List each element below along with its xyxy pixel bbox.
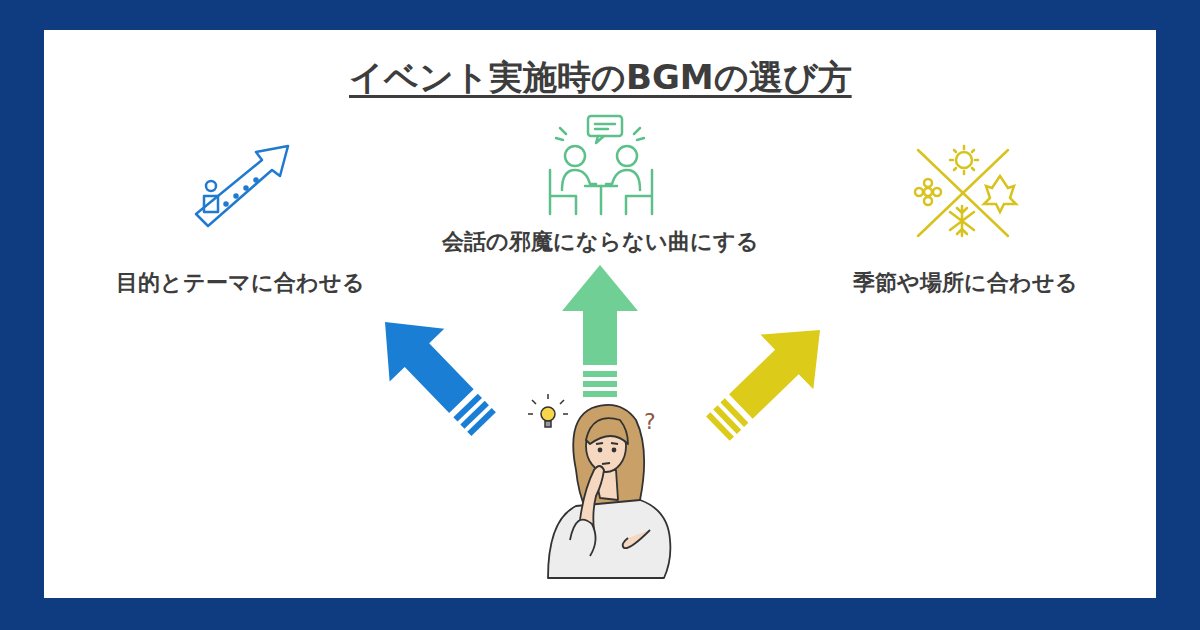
growth-icon [196, 146, 288, 226]
seasons-icon [915, 146, 1016, 236]
yellow-arrow [691, 303, 846, 456]
bulb-icon [528, 394, 568, 427]
guideline-label: 季節や場所に合わせる [853, 268, 1078, 298]
guideline-label: 会話の邪魔にならない曲にする [442, 227, 759, 257]
thinking-woman [548, 405, 670, 578]
question-mark: ? [644, 409, 656, 434]
green-arrow [562, 265, 638, 397]
conversation-icon [550, 116, 652, 214]
blue-arrow [358, 296, 511, 451]
guideline-label: 目的とテーマに合わせる [116, 268, 365, 298]
title: イベント実施時のBGMの選び方 [349, 55, 852, 101]
